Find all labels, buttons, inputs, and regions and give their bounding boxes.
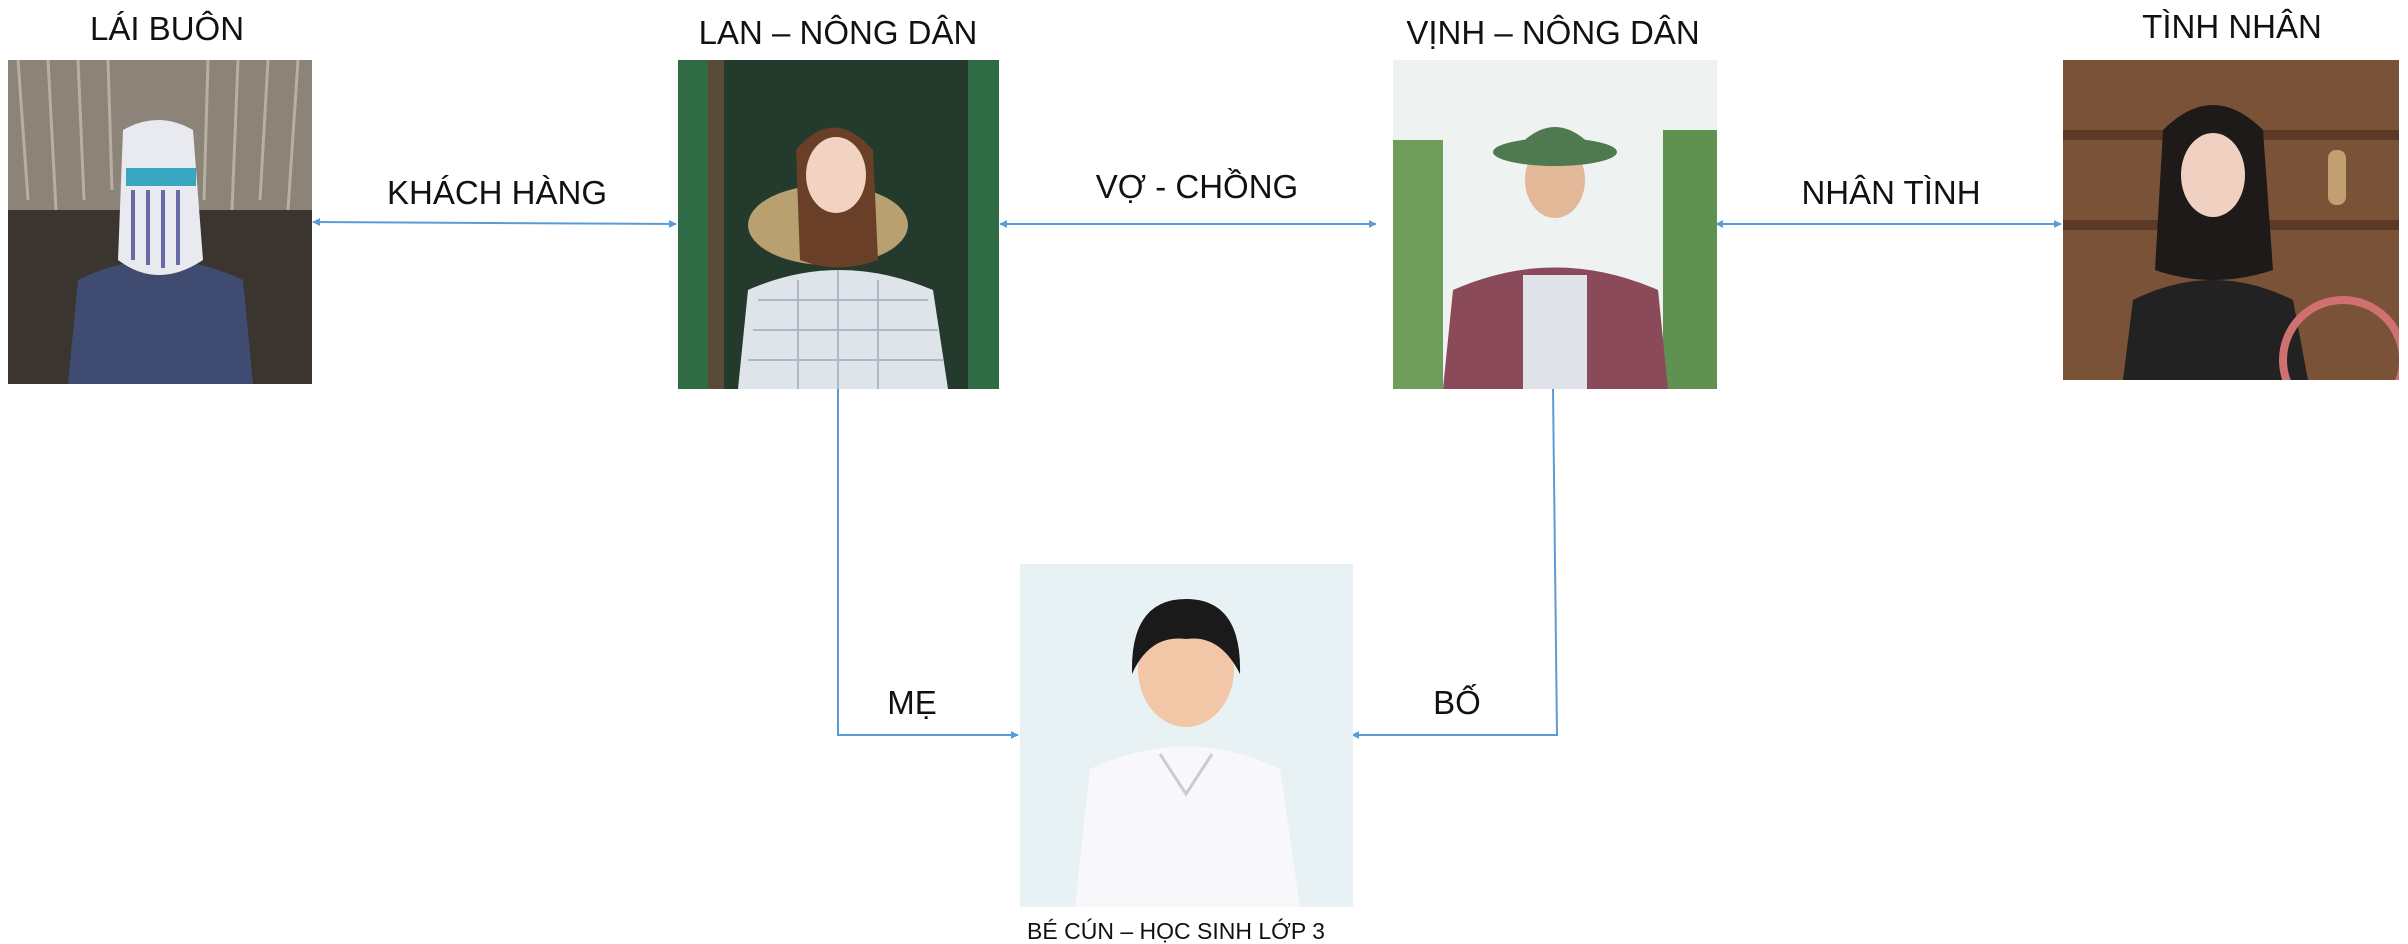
relation-vo-chong-label: VỢ - CHỒNG (1095, 168, 1299, 205)
tinh-nhan-photo (2063, 60, 2399, 380)
vinh-photo (1393, 60, 1717, 389)
khach-hang-arrow (312, 218, 677, 228)
vinh-caption: VỊNH – NÔNG DÂN (1406, 14, 1700, 51)
relation-khach-hang-label: KHÁCH HÀNG (386, 174, 608, 211)
bo-arrow (1351, 388, 1559, 739)
lan-photo (678, 60, 999, 389)
lai-buon-caption: LÁI BUÔN (89, 10, 245, 47)
lan-caption: LAN – NÔNG DÂN (698, 14, 978, 51)
relation-nhan-tinh-label: NHÂN TÌNH (1801, 174, 1981, 211)
be-cun-photo (1020, 564, 1353, 907)
tinh-nhan-caption: TÌNH NHÂN (2142, 8, 2322, 45)
lai-buon-photo (8, 60, 312, 384)
relation-bo-label: BỐ (1433, 684, 1481, 721)
me-arrow (837, 389, 1019, 739)
be-cun-caption: BÉ CÚN – HỌC SINH LỚP 3 (1027, 918, 1325, 944)
relation-me-label: MẸ (887, 684, 937, 721)
